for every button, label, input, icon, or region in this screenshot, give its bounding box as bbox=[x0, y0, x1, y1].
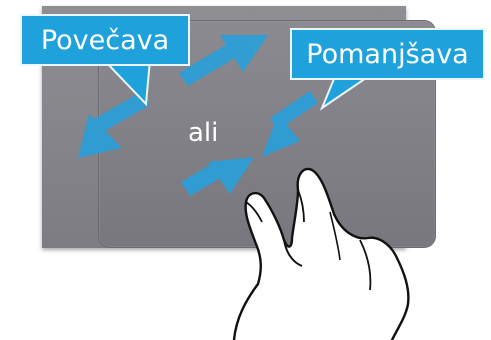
zoom-in-text: Povečava bbox=[40, 24, 170, 56]
arrow-lower-left bbox=[78, 92, 150, 158]
arrows-inward-icon bbox=[181, 91, 318, 196]
arrow-pinch-upper bbox=[262, 91, 318, 157]
zoom-in-label: Povečava bbox=[20, 14, 190, 66]
or-label: ali bbox=[188, 118, 219, 148]
arrow-pinch-lower bbox=[181, 157, 254, 196]
arrows-outward-icon bbox=[78, 35, 268, 158]
arrow-upper-right bbox=[179, 35, 268, 86]
zoom-in-callout-pointer bbox=[101, 59, 152, 107]
zoom-out-text: Pomanjšava bbox=[306, 38, 469, 70]
two-finger-hand-icon bbox=[232, 167, 410, 340]
zoom-out-label: Pomanjšava bbox=[290, 28, 485, 80]
